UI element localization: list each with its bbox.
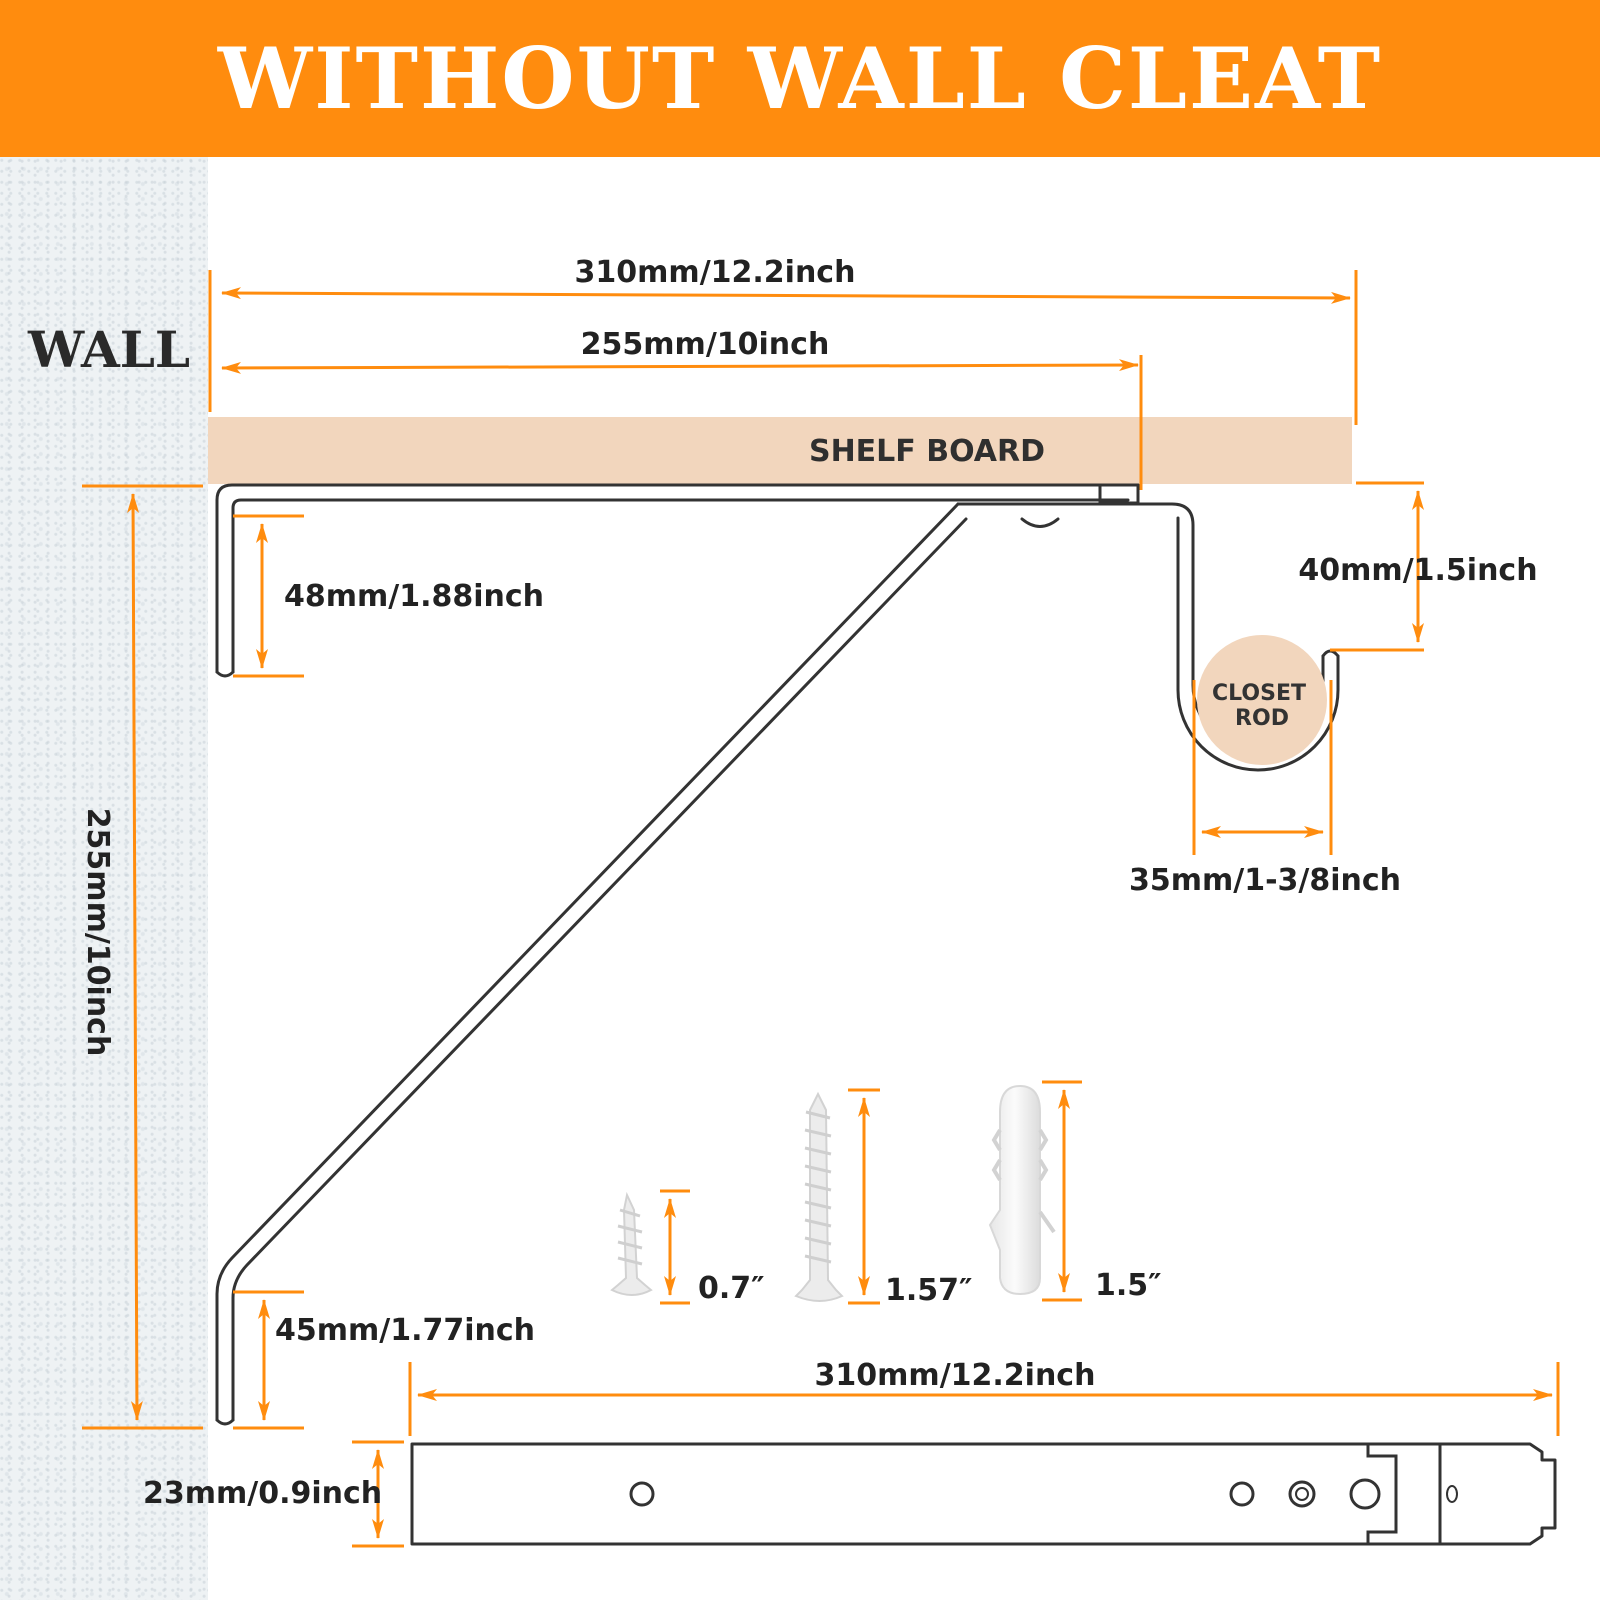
mounting-strip bbox=[410, 1442, 1557, 1546]
wall-anchor: 1.5″ bbox=[988, 1080, 1162, 1303]
wall-texture bbox=[0, 157, 208, 1600]
dimension-bottom-tab-label: 45mm/1.77inch bbox=[275, 1313, 535, 1348]
strip-hole-3 bbox=[1288, 1480, 1316, 1508]
strip-slot bbox=[1446, 1485, 1458, 1503]
small-screw-label: 0.7″ bbox=[698, 1271, 765, 1306]
bracket-outline bbox=[215, 483, 1340, 1426]
dimension-hook-drop: 40mm/1.5inch bbox=[1298, 481, 1538, 652]
dimension-shelf-length: 255mm/10inch bbox=[221, 327, 1143, 490]
closet-rod bbox=[1197, 635, 1327, 765]
strip-hole-2 bbox=[1229, 1481, 1255, 1507]
dimension-top-tab-label: 48mm/1.88inch bbox=[284, 579, 544, 614]
dimension-strip-width: 23mm/0.9inch bbox=[143, 1440, 404, 1548]
dimension-height: 255mm/10inch bbox=[80, 484, 203, 1430]
strip-hole-1 bbox=[629, 1481, 655, 1507]
dimension-strip-length: 310mm/12.2inch bbox=[408, 1358, 1560, 1436]
long-screw: 1.57″ bbox=[794, 1088, 972, 1308]
banner-title: WITHOUT WALL CLEAT bbox=[217, 29, 1383, 128]
dimension-height-label: 255mm/10inch bbox=[80, 808, 115, 1057]
dimension-bottom-tab: 45mm/1.77inch bbox=[233, 1290, 535, 1430]
wall-anchor-label: 1.5″ bbox=[1095, 1268, 1162, 1303]
dimension-top-tab: 48mm/1.88inch bbox=[233, 514, 544, 678]
long-screw-label: 1.57″ bbox=[885, 1273, 972, 1308]
dimension-strip-width-label: 23mm/0.9inch bbox=[143, 1476, 382, 1511]
title-banner: WITHOUT WALL CLEAT bbox=[0, 0, 1600, 157]
dimension-hook-drop-label: 40mm/1.5inch bbox=[1298, 553, 1537, 588]
closet-rod-label-line2: ROD bbox=[1235, 706, 1289, 731]
dimension-total-length-label: 310mm/12.2inch bbox=[575, 255, 856, 290]
dimension-hook-width: 35mm/1-3/8inch bbox=[1129, 680, 1401, 898]
small-screw: 0.7″ bbox=[610, 1189, 765, 1306]
dimension-strip-length-label: 310mm/12.2inch bbox=[815, 1358, 1096, 1393]
dimension-shelf-length-label: 255mm/10inch bbox=[581, 327, 830, 362]
wall-label: WALL bbox=[27, 320, 190, 379]
shelf-board-label: SHELF BOARD bbox=[809, 434, 1045, 469]
dimension-hook-width-label: 35mm/1-3/8inch bbox=[1129, 863, 1401, 898]
strip-hole-4 bbox=[1349, 1478, 1381, 1510]
dimension-total-length: 310mm/12.2inch bbox=[208, 255, 1358, 425]
shelf-board bbox=[208, 417, 1352, 484]
closet-rod-label-line1: CLOSET bbox=[1212, 681, 1306, 706]
